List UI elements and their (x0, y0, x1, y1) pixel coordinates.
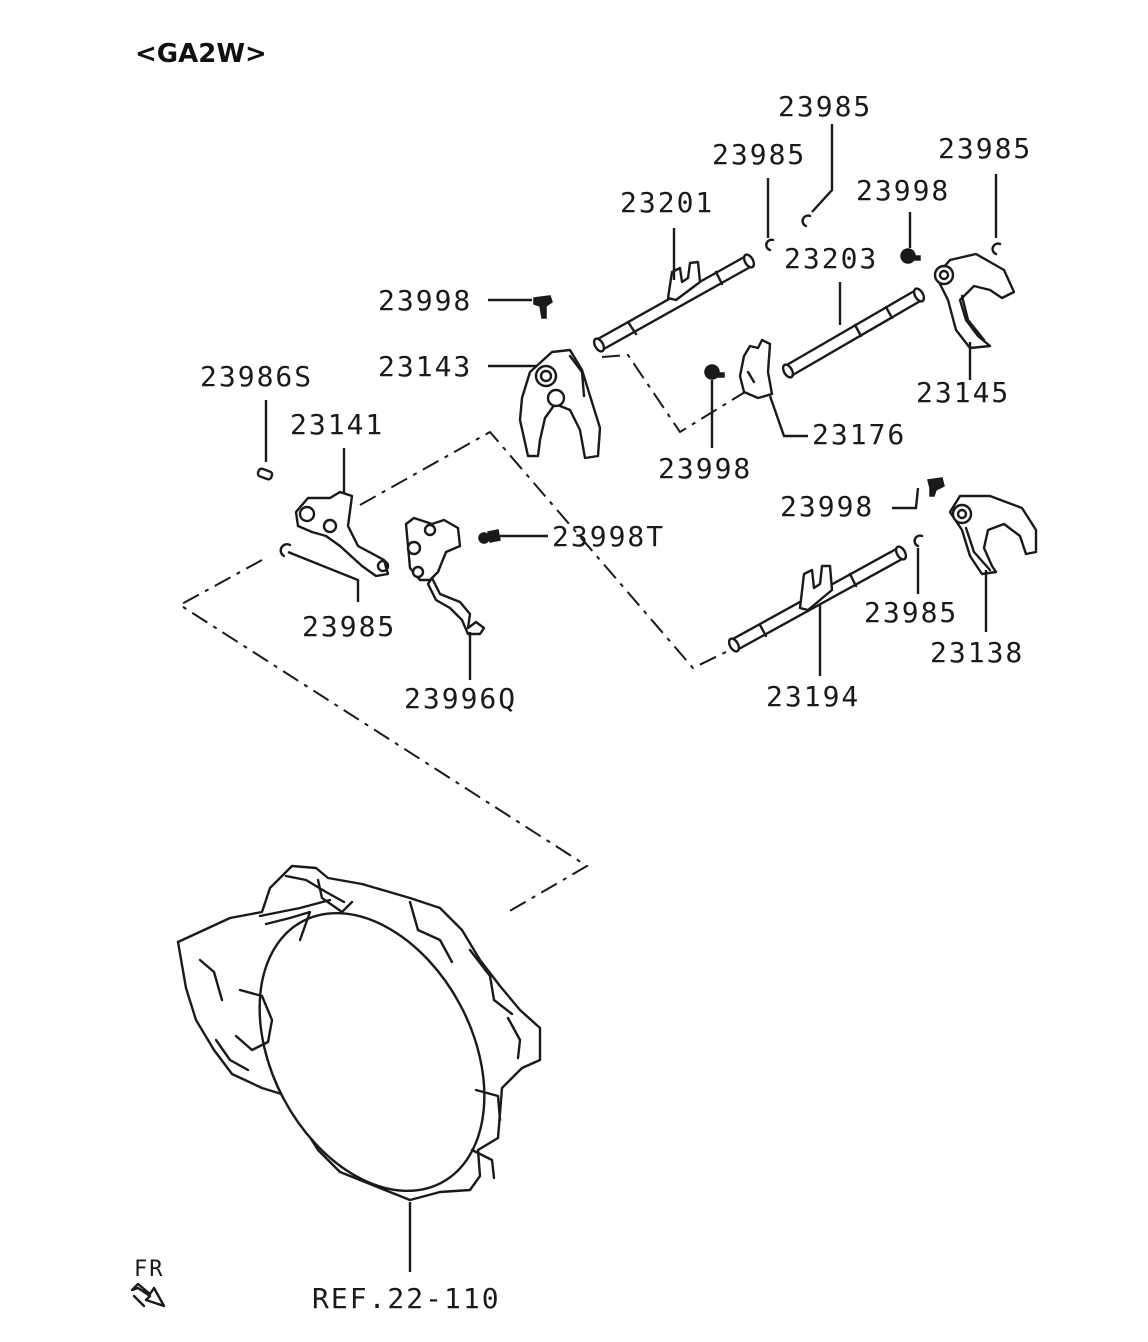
shift-rail-23203[interactable] (781, 287, 926, 379)
label-23145: 23145 (916, 376, 1010, 409)
bolt-23998t[interactable] (478, 529, 501, 544)
shift-lug-23176[interactable] (738, 338, 774, 400)
shift-fork-23138[interactable] (948, 494, 1038, 576)
shift-lever-23141[interactable] (294, 490, 390, 578)
diagram-title: <GA2W> (135, 39, 267, 69)
pin-23986s[interactable] (256, 467, 274, 481)
leader-lines (264, 124, 998, 1272)
label-23985-top: 23985 (778, 90, 872, 123)
label-23998-mid: 23998 (658, 452, 752, 485)
shift-fork-23143[interactable] (518, 348, 602, 460)
bolt-23998-left[interactable] (533, 295, 553, 319)
label-23176: 23176 (812, 418, 906, 451)
assembly-dash-lines (178, 353, 746, 913)
shift-rail-23194[interactable] (727, 545, 908, 653)
front-arrow-icon (130, 1282, 166, 1308)
front-label: FR (134, 1257, 165, 1282)
label-23998-left: 23998 (378, 284, 472, 317)
label-23194: 23194 (766, 680, 860, 713)
label-23998t: 23998T (552, 520, 665, 553)
label-ref-22-110: REF.22-110 (312, 1282, 501, 1315)
label-23986s: 23986S (200, 360, 313, 393)
label-23998-right: 23998 (780, 490, 874, 523)
bolt-23998-right[interactable] (927, 477, 945, 497)
label-23985-left: 23985 (302, 610, 396, 643)
label-23985-low: 23985 (864, 596, 958, 629)
snap-ring-23985-low[interactable] (913, 534, 924, 548)
label-23985-right: 23985 (938, 132, 1032, 165)
label-23138: 23138 (930, 636, 1024, 669)
part-labels: 23985 23985 23985 23998 23201 23203 2399… (200, 90, 1032, 1315)
label-23996q: 23996Q (404, 682, 517, 715)
shift-rail-23201[interactable] (592, 253, 756, 353)
front-indicator: FR (130, 1257, 166, 1308)
shift-bracket-23996q[interactable] (404, 516, 486, 636)
snap-ring-23985-left[interactable] (279, 543, 292, 558)
snap-ring-23985-top[interactable] (801, 214, 812, 228)
label-23201: 23201 (620, 186, 714, 219)
label-23998-top: 23998 (856, 174, 950, 207)
label-23141: 23141 (290, 408, 384, 441)
snap-ring-23985-a[interactable] (765, 238, 775, 252)
label-23143: 23143 (378, 350, 472, 383)
snap-ring-23985-right[interactable] (991, 242, 1002, 256)
label-23203: 23203 (784, 242, 878, 275)
transmission-case[interactable] (176, 864, 542, 1230)
shift-fork-23145[interactable] (933, 252, 1016, 350)
bolt-23998-mid[interactable] (704, 364, 725, 380)
label-23985-a: 23985 (712, 138, 806, 171)
bolt-23998-top[interactable] (900, 248, 921, 264)
